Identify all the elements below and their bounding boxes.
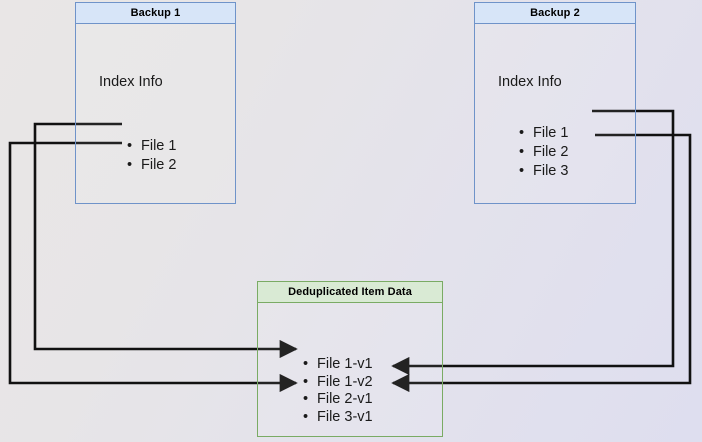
list-item[interactable]: File 1: [519, 124, 568, 143]
list-item[interactable]: File 1: [127, 137, 176, 156]
list-item[interactable]: File 2-v1: [303, 391, 373, 409]
deduplicated-item-data-body: File 1-v1 File 1-v2 File 2-v1 File 3-v1: [258, 303, 442, 436]
deduplicated-item-data-header: Deduplicated Item Data: [258, 282, 442, 303]
backup-2-body: Index Info File 1 File 2 File 3: [475, 24, 635, 203]
backup-2-box[interactable]: Backup 2 Index Info File 1 File 2 File 3: [474, 2, 636, 204]
list-item[interactable]: File 2: [519, 143, 568, 162]
list-item[interactable]: File 2: [127, 156, 176, 175]
backup-1-header: Backup 1: [76, 3, 235, 24]
list-item[interactable]: File 3-v1: [303, 409, 373, 427]
backup-1-file-list: File 1 File 2: [127, 137, 176, 175]
connector-b2-file1-to-file1v2: [391, 109, 675, 376]
backup-2-index-label: Index Info: [498, 74, 562, 90]
connector-b2-file2-to-file2v1: [391, 133, 692, 393]
backup-1-index-label: Index Info: [99, 74, 163, 90]
connector-b1-file1-to-file1v1: [33, 122, 298, 359]
deduplicated-item-data-box[interactable]: Deduplicated Item Data File 1-v1 File 1-…: [257, 281, 443, 437]
backup-1-box[interactable]: Backup 1 Index Info File 1 File 2: [75, 2, 236, 204]
backup-2-header: Backup 2: [475, 3, 635, 24]
list-item[interactable]: File 3: [519, 162, 568, 181]
backup-1-body: Index Info File 1 File 2: [76, 24, 235, 203]
list-item[interactable]: File 1-v1: [303, 356, 373, 374]
connector-b1-file2-to-file2v1: [8, 141, 298, 393]
list-item[interactable]: File 1-v2: [303, 374, 373, 392]
deduplicated-file-list: File 1-v1 File 1-v2 File 2-v1 File 3-v1: [303, 356, 373, 426]
backup-2-file-list: File 1 File 2 File 3: [519, 124, 568, 181]
